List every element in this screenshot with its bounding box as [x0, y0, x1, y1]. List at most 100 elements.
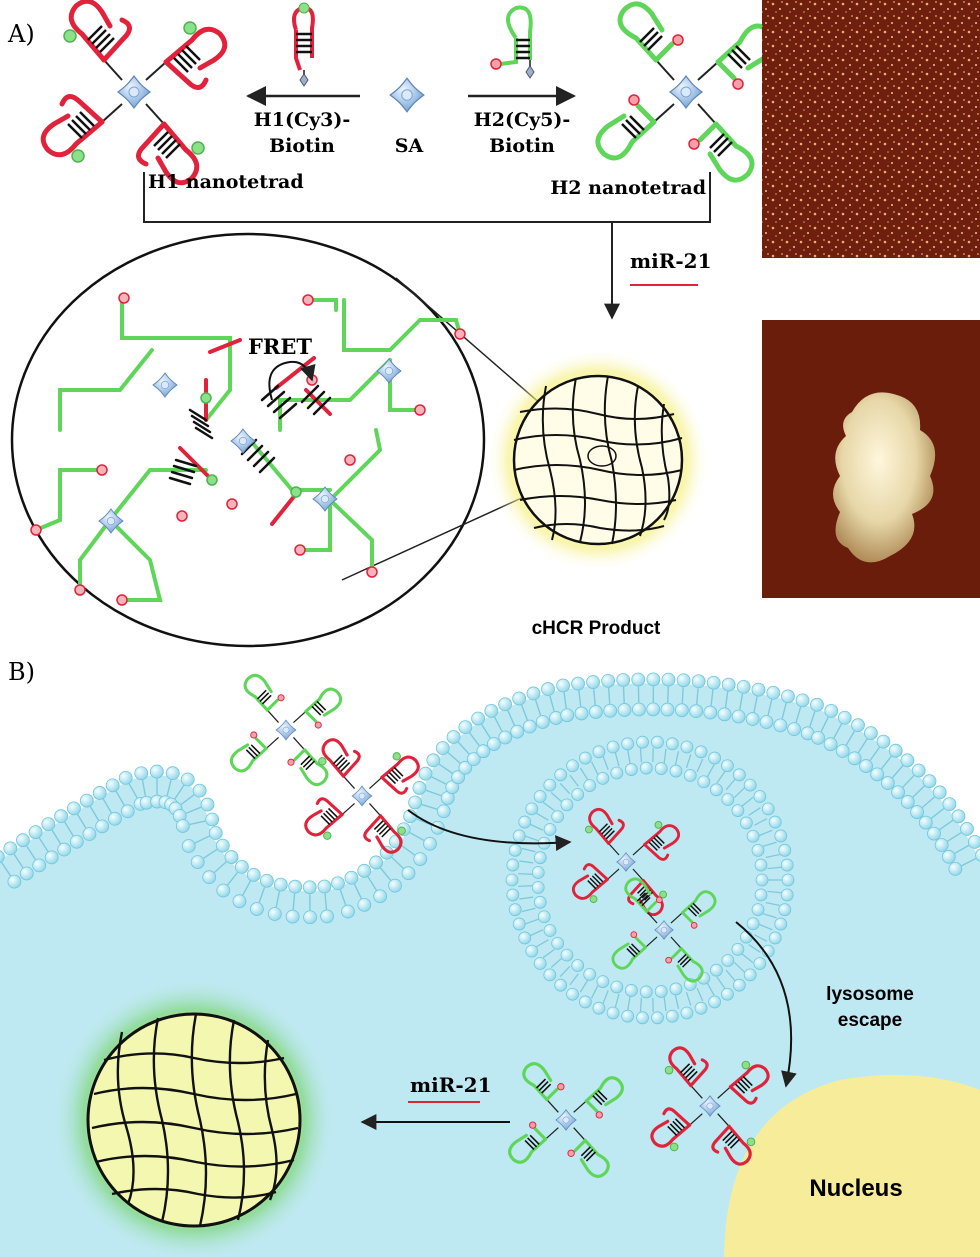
lipid-head-icon — [3, 841, 18, 856]
lipid-head-icon — [533, 957, 547, 970]
lipid-head-icon — [721, 987, 734, 1001]
lipid-head-icon — [234, 860, 249, 874]
lipid-head-icon — [922, 774, 937, 789]
lipid-tail — [431, 776, 447, 785]
lipid-head-icon — [927, 826, 941, 841]
lipid-head-icon — [759, 715, 774, 729]
uptake-arrow-icon — [407, 809, 572, 852]
mir21-label-a: miR-21 — [630, 249, 712, 273]
lipid-tail — [724, 691, 729, 708]
lipid-tail — [194, 835, 210, 844]
lipid-head-icon — [505, 873, 519, 887]
lipid-head-icon — [900, 753, 915, 768]
lipid-tail — [579, 767, 589, 781]
h2-reagent-line1: H2(Cy5)- — [474, 109, 570, 131]
lipid-tail — [869, 746, 880, 761]
lipid-tail — [767, 699, 773, 716]
lipid-head-icon — [435, 741, 450, 755]
chcr-product-label: cHCR Product — [532, 618, 661, 639]
lipid-tail — [639, 997, 643, 1012]
lipid-tail — [51, 829, 62, 844]
endosome — [505, 735, 795, 1025]
lipid-head-icon — [751, 844, 765, 857]
lipid-head-icon — [458, 720, 473, 735]
lipid-head-icon — [876, 734, 891, 749]
lipid-tail — [696, 688, 699, 705]
afm-image-nanotetrad-icon — [762, 0, 980, 258]
lipid-tail — [542, 948, 555, 959]
lipid-head-icon — [731, 943, 745, 956]
lipid-head-icon — [967, 835, 980, 849]
lipid-tail — [607, 687, 611, 704]
lipid-tail — [739, 693, 744, 710]
lipid-head-icon — [508, 843, 522, 857]
lipid-tail — [663, 997, 667, 1012]
lipid-head-icon — [408, 795, 422, 810]
lipid-head-icon — [739, 816, 753, 830]
lipid-tail — [765, 902, 780, 906]
lipid-tail — [759, 923, 773, 931]
lipid-tail — [324, 893, 328, 910]
lipid-head-icon — [273, 877, 288, 892]
lipid-head-icon — [92, 786, 107, 800]
lipid-tail — [379, 867, 392, 881]
lipid-tail — [1, 862, 12, 877]
lipid-head-icon — [918, 815, 933, 830]
lipid-head-icon — [551, 936, 565, 950]
streptavidin-icon — [389, 77, 425, 113]
lipid-head-icon — [341, 904, 355, 919]
lipid-tail — [765, 854, 780, 858]
lipid-head-icon — [732, 978, 746, 992]
lipid-tail — [754, 818, 768, 826]
lipid-head-icon — [774, 829, 788, 843]
lipid-tail — [820, 716, 829, 732]
lipid-head-icon — [753, 790, 767, 803]
lipid-tail — [292, 893, 296, 910]
lipid-head-icon — [574, 706, 589, 721]
h2-product-label: H2 nanotetrad — [550, 177, 706, 199]
lipid-head-icon — [95, 819, 110, 834]
lipid-head-icon — [583, 779, 597, 792]
lipid-head-icon — [751, 903, 765, 916]
lipid-tail — [519, 896, 534, 900]
escape-arrow-icon — [735, 921, 797, 1088]
lipid-head-icon — [706, 675, 721, 690]
lipid-head-icon — [731, 709, 746, 724]
lipid-head-icon — [583, 968, 597, 981]
lipid-head-icon — [624, 763, 638, 776]
lipid-tail — [930, 807, 945, 819]
lipid-tail — [64, 821, 74, 837]
lipid-bilayer-icon — [0, 672, 980, 925]
lipid-head-icon — [739, 930, 753, 944]
lipid-head-icon — [446, 730, 461, 744]
lipid-head-icon — [661, 672, 676, 687]
lipid-tail — [469, 732, 480, 747]
lipid-head-icon — [632, 702, 646, 717]
lipid-head-icon — [646, 672, 661, 687]
lipid-head-icon — [192, 783, 207, 798]
lipid-head-icon — [624, 984, 638, 997]
lipid-tail — [521, 907, 536, 913]
lipid-head-icon — [837, 710, 852, 725]
h1-nanotetrad-icon — [43, 0, 225, 183]
lipid-head-icon — [680, 1006, 694, 1020]
lipid-head-icon — [466, 752, 481, 767]
lipid-head-icon — [697, 775, 711, 789]
lipid-tail — [26, 845, 36, 860]
lipid-head-icon — [795, 693, 810, 708]
lipid-head-icon — [533, 895, 547, 909]
lipid-head-icon — [471, 711, 485, 726]
sa-label: SA — [395, 135, 424, 157]
lipid-tail — [128, 783, 138, 799]
lipid-tail — [353, 883, 362, 899]
lipid-tail — [614, 993, 620, 1008]
lipid-head-icon — [880, 776, 895, 790]
lipid-head-icon — [28, 825, 43, 839]
h2-reagent-line2: Biotin — [489, 135, 555, 157]
h2-tetrad-entering-icon — [229, 673, 343, 787]
lipid-tail — [525, 835, 539, 842]
lipid-head-icon — [754, 888, 768, 902]
lipid-tail — [367, 876, 378, 891]
lipid-head-icon — [778, 843, 792, 857]
lipid-head-icon — [19, 866, 34, 881]
